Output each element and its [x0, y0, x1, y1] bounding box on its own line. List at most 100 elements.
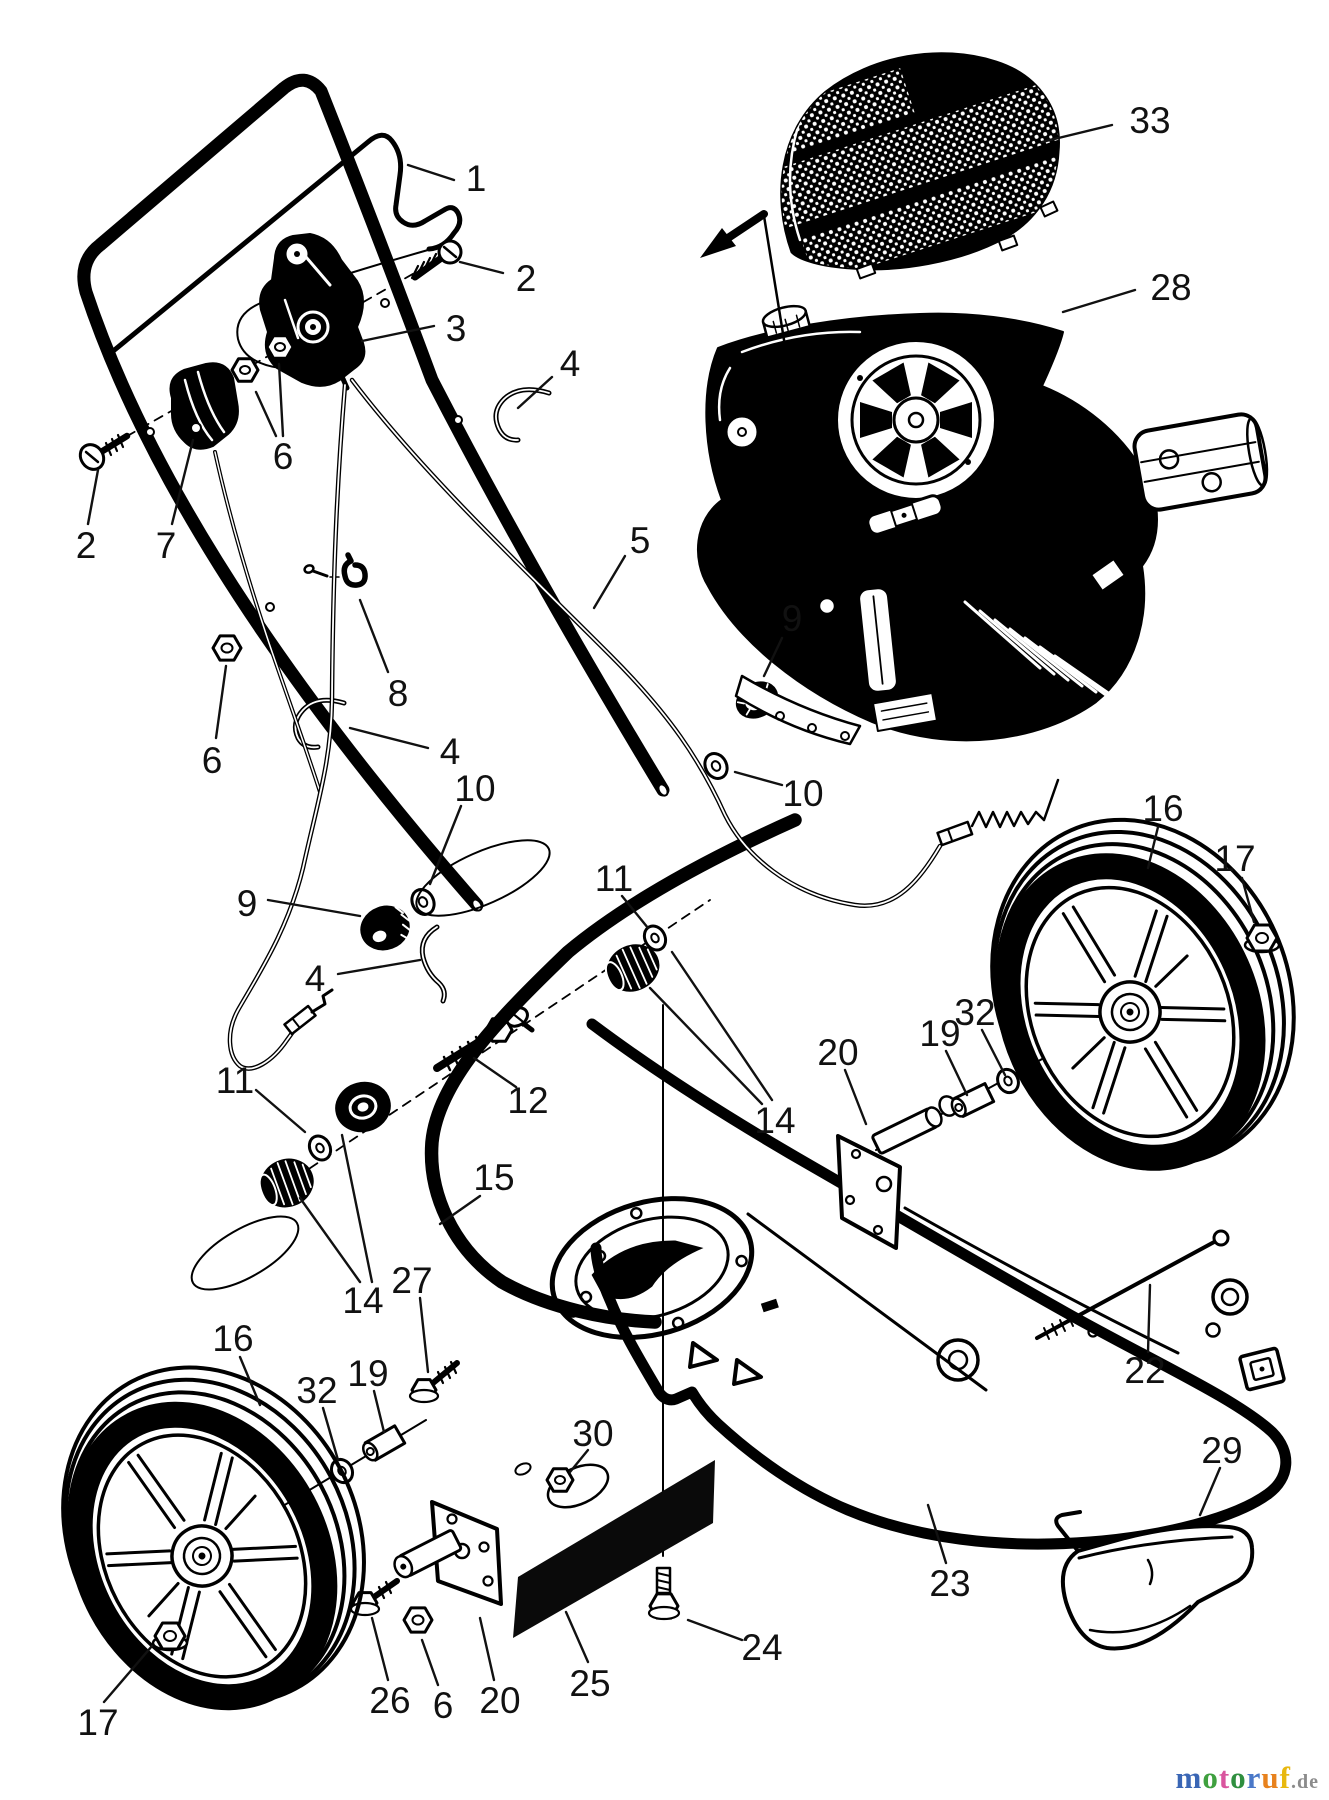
oil-cap [724, 414, 760, 450]
leader-line-24-32 [686, 1618, 744, 1642]
leader-line-10-16 [733, 770, 784, 787]
callout-25-31: 25 [569, 1663, 610, 1704]
cooling-fins [963, 600, 1126, 706]
callout-23-33: 23 [929, 1563, 970, 1604]
callout-6-9: 6 [202, 740, 223, 781]
cotter-pin-part-8 [303, 552, 368, 588]
washer-part-11-left [307, 1134, 333, 1162]
leader-line-3-2 [360, 324, 436, 343]
wire-clip-part-4-low [419, 924, 447, 1004]
callout-6-29: 6 [433, 1685, 454, 1726]
leader-line-22-34 [1146, 1283, 1152, 1354]
callout-6-6: 6 [273, 436, 294, 477]
callout-8-8: 8 [388, 673, 409, 714]
callout-1-0: 1 [466, 158, 487, 199]
upper-handle-tube [77, 73, 670, 912]
engine-cover-part-33 [780, 52, 1060, 280]
hex-nut-part-6-mid [211, 634, 243, 662]
handle-knob-part-9-left [360, 905, 412, 951]
callout-5-7: 5 [630, 520, 651, 561]
leader-line-11-17 [620, 894, 650, 930]
bolt-part-24 [647, 1566, 681, 1621]
leader-line-6-6 [254, 390, 278, 438]
watermark-letter: f [1279, 1760, 1291, 1795]
engine-part-28 [697, 304, 1269, 746]
leader-line-17-37 [1240, 876, 1256, 924]
callout-10-12: 10 [454, 768, 495, 809]
leader-line-2-1 [458, 260, 505, 275]
washer-part-11-right [642, 924, 668, 952]
mower-deck-part-23 [549, 1018, 1292, 1550]
ribbed-knob-part-14-right [604, 944, 660, 992]
leader-line-32-39 [980, 1028, 1007, 1077]
wheel-part-16-left [61, 1365, 366, 1711]
callout-22-34: 22 [1124, 1350, 1165, 1391]
leader-line-16-36 [1146, 825, 1160, 870]
leader-line-25-31 [564, 1610, 590, 1664]
callout-2-4: 2 [76, 525, 97, 566]
leader-line-9-11 [266, 898, 362, 918]
callout-4-10: 4 [440, 731, 461, 772]
callout-4-14: 4 [305, 958, 326, 999]
watermark-motoruf: motoruf.de [1176, 1760, 1320, 1796]
leader-line-6-29 [420, 1638, 440, 1687]
callout-14-21: 14 [754, 1100, 795, 1141]
callout-16-36: 16 [1142, 788, 1183, 829]
leader-line-17-27 [102, 1644, 154, 1704]
leader-line-14-20 [298, 1196, 362, 1284]
callout-2-1: 2 [516, 258, 537, 299]
leader-line-1-0 [406, 163, 456, 182]
leader-line-26-28 [370, 1616, 390, 1682]
leader-line-32-26 [321, 1406, 340, 1462]
throttle-cable-part-5 [349, 377, 1060, 908]
bolt-part-2-upper [410, 239, 463, 281]
callout-11-17: 11 [595, 858, 633, 899]
starter-arrow-and-rod [700, 210, 837, 616]
leader-line-30-23 [568, 1448, 590, 1474]
flange-nut-part-17-left [151, 1621, 189, 1652]
ghost-bracket-outline-right [415, 839, 551, 917]
callout-27-22: 27 [391, 1260, 432, 1301]
callout-26-28: 26 [369, 1680, 410, 1721]
leader-line-20-40 [843, 1068, 868, 1126]
washer-part-10-right [703, 752, 729, 780]
watermark-letter: m [1175, 1760, 1203, 1795]
callout-17-27: 17 [77, 1702, 118, 1743]
handlebar-part-1 [109, 132, 463, 369]
watermark-letter: o [1202, 1760, 1219, 1795]
leader-line-33-41 [1040, 123, 1114, 144]
callout-14-20: 14 [342, 1280, 383, 1321]
leader-line-4-3 [516, 375, 554, 410]
leader-line-23-33 [926, 1503, 948, 1565]
watermark-letter: r [1246, 1760, 1262, 1795]
bolt-part-2-left [78, 432, 131, 471]
bolt-part-27 [408, 1360, 460, 1404]
callout-10-16: 10 [782, 773, 823, 814]
leader-line-10-12 [428, 804, 463, 886]
hex-nut-part-6-upper-pair [230, 334, 295, 383]
leader-line-14-21 [670, 950, 774, 1102]
callout-30-23: 30 [572, 1413, 613, 1454]
ribbed-knob-part-14-left [258, 1158, 314, 1208]
ghost-bracket-outline-left [190, 1215, 300, 1291]
leader-line-2-4 [86, 468, 100, 526]
leader-line-15-19 [438, 1194, 482, 1226]
leader-line-8-8 [358, 598, 390, 674]
leader-line-6-6 [277, 362, 285, 438]
callout-4-3: 4 [560, 343, 581, 384]
control-lever-part-3 [259, 233, 366, 391]
callout-33-41: 33 [1129, 100, 1170, 141]
callout-19-38: 19 [919, 1013, 960, 1054]
leader-line-28-42 [1061, 288, 1137, 314]
leader-line-9-15 [762, 636, 784, 678]
callout-16-24: 16 [212, 1318, 253, 1359]
callout-20-30: 20 [479, 1680, 520, 1721]
throttle-spring [970, 778, 1060, 829]
callout-24-32: 24 [741, 1627, 782, 1668]
watermark-letter: t [1218, 1760, 1231, 1795]
leader-line-27-22 [418, 1296, 430, 1374]
muffler [1132, 412, 1269, 512]
wheel-part-16-right [990, 817, 1296, 1171]
callout-32-39: 32 [954, 992, 995, 1033]
